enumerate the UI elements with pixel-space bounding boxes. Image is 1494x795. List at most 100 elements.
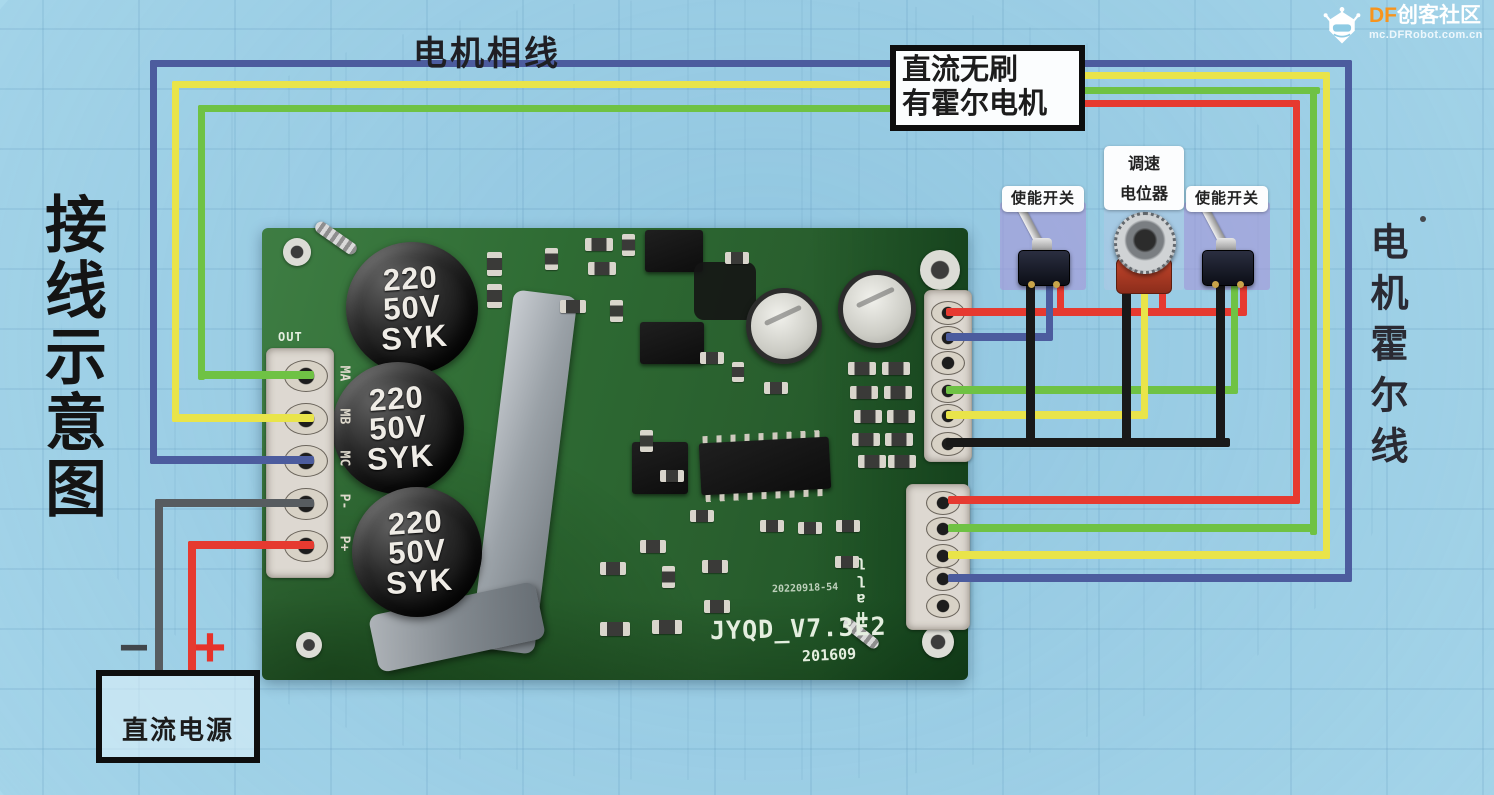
pcb-serial-text: 20220918-54 — [771, 581, 839, 596]
pin-label-ma: MA — [336, 365, 352, 382]
smd-component — [690, 510, 714, 522]
wire-segment-blue — [1345, 60, 1352, 582]
wire-segment-black — [946, 438, 1230, 447]
motor-callout-box: 直流无刷 有霍尔电机 — [890, 45, 1085, 131]
wire-segment-yellow — [1323, 72, 1330, 559]
smd-component — [610, 300, 623, 322]
out-label: OUT — [278, 330, 303, 344]
wire-segment-black — [1122, 282, 1131, 442]
wire-segment-yellow — [946, 411, 1148, 419]
wire-segment-yellow — [172, 81, 179, 422]
background-fleck — [1420, 216, 1426, 222]
smd-component — [662, 566, 675, 588]
wire-segment-red — [1293, 100, 1300, 503]
wire-segment-red — [188, 541, 314, 549]
wire-segment-yellow — [172, 81, 895, 88]
small-capacitor-1 — [746, 288, 822, 364]
smd-component — [702, 560, 728, 573]
wire-segment-green — [948, 524, 1317, 532]
wire-segment-yellow — [1068, 72, 1330, 79]
wire-segment-blue — [946, 333, 1053, 341]
mounting-hole — [922, 626, 954, 658]
mounting-hole — [283, 238, 311, 266]
smd-component — [882, 362, 910, 375]
smd-component — [852, 433, 880, 446]
wire-segment-green — [1310, 87, 1317, 535]
smd-component — [764, 382, 788, 394]
wire-segment-red — [188, 541, 196, 674]
wire-segment-red — [1240, 274, 1247, 312]
pin-label-p-plus: P+ — [336, 535, 352, 552]
smd-component — [545, 248, 558, 270]
speed-pot-label-line1: 调速 — [1127, 156, 1160, 173]
smd-component — [640, 430, 653, 452]
wire-segment-blue — [150, 60, 157, 464]
smd-component — [487, 284, 502, 308]
smd-component — [887, 410, 915, 423]
pin-label-mc: MC — [336, 450, 352, 467]
smd-component — [850, 386, 878, 399]
wire-segment-red — [948, 496, 1300, 504]
smd-component — [560, 300, 586, 313]
smd-component — [836, 520, 860, 532]
smd-component — [704, 600, 730, 613]
ic-small-3 — [645, 230, 703, 272]
smd-component — [884, 386, 912, 399]
speed-pot-label-line2: 电位器 — [1119, 186, 1168, 203]
smd-component — [600, 562, 626, 575]
smd-component — [725, 252, 749, 264]
connector-pad — [926, 594, 960, 618]
toggle-switch-left — [1018, 250, 1070, 288]
brand-prefix: DF — [1369, 4, 1397, 27]
wire-segment-black — [1026, 268, 1035, 442]
motor-callout-line2: 有霍尔电机 — [902, 88, 1048, 121]
smd-component — [700, 352, 724, 364]
wire-segment-green — [1068, 87, 1320, 94]
smd-component — [622, 234, 635, 256]
wire-segment-blue — [1068, 60, 1352, 67]
smd-component — [854, 410, 882, 423]
wire-segment-blue — [1046, 274, 1053, 336]
wire-segment-black — [1216, 268, 1225, 442]
wire-segment-green — [198, 371, 314, 379]
motor-phase-title: 电机相线 — [413, 35, 561, 73]
connector-pad — [931, 351, 965, 375]
smd-component — [640, 540, 666, 553]
wire-segment-red — [1057, 274, 1064, 312]
dfrobot-watermark: DF创客社区 mc.DFRobot.com.cn — [1322, 5, 1483, 51]
plus-sign: + — [193, 615, 227, 678]
brand-site: mc.DFRobot.com.cn — [1369, 29, 1483, 41]
smd-component — [835, 556, 859, 568]
wire-segment-blue — [150, 456, 314, 464]
brand-suffix: 创客社区 — [1397, 4, 1481, 27]
robot-icon — [1323, 7, 1361, 44]
dc-power-box: 直流电源 — [96, 670, 260, 763]
smd-component — [858, 455, 886, 468]
inductor — [694, 262, 756, 320]
wire-segment-gray — [155, 499, 314, 507]
driver-ic — [698, 436, 832, 496]
motor-callout-line1: 直流无刷 — [902, 54, 1019, 86]
diagram-title: 接线示意图 — [35, 192, 104, 522]
enable-switch-right-label: 使能开关 — [1186, 186, 1268, 212]
wire-segment-yellow — [1141, 286, 1148, 415]
wire-segment-blue — [948, 574, 1352, 582]
smd-component — [588, 262, 616, 275]
speed-pot-label: 调速 电位器 — [1104, 146, 1184, 210]
wire-segment-green — [946, 386, 1238, 394]
small-capacitor-2 — [838, 270, 916, 348]
ic-small-2 — [640, 322, 704, 364]
smd-component — [848, 362, 876, 375]
mounting-hole — [296, 632, 322, 658]
smd-component — [798, 522, 822, 534]
pcb-date-text: 201609 — [801, 644, 857, 666]
wire-segment-green — [198, 105, 205, 380]
wire-segment-yellow — [948, 551, 1330, 559]
smd-component — [585, 238, 613, 251]
smd-component — [760, 520, 784, 532]
potentiometer-knob — [1114, 212, 1176, 274]
wire-segment-green — [1231, 274, 1238, 390]
